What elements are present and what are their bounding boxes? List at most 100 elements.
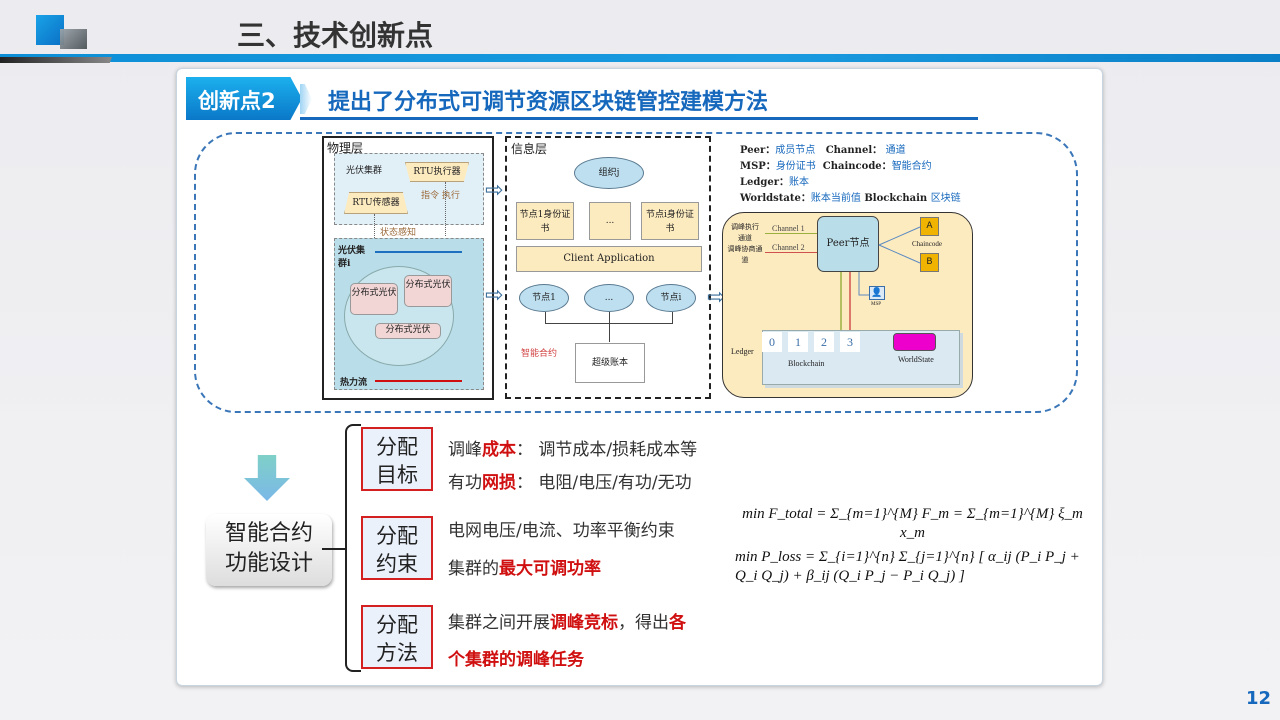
group-label-target: 分配目标 <box>361 427 433 491</box>
super-ledger: 超级账本 <box>575 343 645 383</box>
block-list: 0 1 2 3 <box>762 332 860 352</box>
channel-2-line <box>765 252 817 253</box>
label-line: 方法 <box>376 641 418 665</box>
text-segment: 集群之间开展 <box>448 613 550 633</box>
formula-power-loss: min P_loss = Σ_{i=1}^{n} Σ_{j=1}^{n} [ α… <box>735 549 1080 584</box>
distributed-pv-3: 分布式光伏 <box>375 323 441 339</box>
power-bus-line <box>375 251 462 253</box>
constraint-power-line: 集群的最大可调功率 <box>448 554 601 579</box>
logo-square-blue <box>36 15 64 45</box>
distributed-pv-2: 分布式光伏 <box>404 275 452 307</box>
page-title: 三、技术创新点 <box>237 19 434 52</box>
text-segment: 电网电压/电流、功率平衡约束 <box>448 521 675 541</box>
node-i: 节点i <box>646 284 696 312</box>
legend-value: 通道 <box>885 145 906 156</box>
cert-node-1: 节点1身份证书 <box>516 202 574 240</box>
text-segment: 集群的 <box>448 559 499 579</box>
legend-value: 身份证书 <box>775 161 816 172</box>
id-card-icon: 👤 <box>869 286 885 300</box>
node-1: 节点1 <box>519 284 569 312</box>
peer-node: Peer节点 <box>817 216 879 272</box>
heat-flow-line <box>375 380 462 382</box>
negotiation-channel-label: 调峰协商通道 <box>727 245 763 264</box>
block: 0 <box>762 332 782 352</box>
text-segment: ： 电阻/电压/有功/无功 <box>516 473 692 493</box>
label-line: 目标 <box>376 463 418 487</box>
legend-value: 账本当前值 <box>810 193 861 204</box>
chaincode-b: B <box>920 253 939 272</box>
target-loss-line: 有功网损： 电阻/电压/有功/无功 <box>448 468 692 493</box>
text-segment: ： 调节成本/损耗成本等 <box>516 440 698 460</box>
distributed-pv-1: 分布式光伏 <box>350 283 398 315</box>
blockchain-label: Blockchain <box>788 359 825 368</box>
legend-key: Ledger： <box>740 177 790 188</box>
formula-total-cost: min F_total = Σ_{m=1}^{M} F_m = Σ_{m=1}^… <box>742 506 1083 541</box>
connector <box>672 312 673 324</box>
text-segment: 调峰 <box>448 440 482 460</box>
highlight-text: 调峰竞标 <box>550 613 618 633</box>
physical-layer-title: 物理层 <box>327 141 364 155</box>
arrow-right-icon: ⇨ <box>707 285 726 310</box>
chaincode-label: Chaincode <box>912 240 942 248</box>
client-application: Client Application <box>516 246 702 272</box>
cert-node-i: 节点i身份证书 <box>641 202 699 240</box>
legend-value: 区块链 <box>930 193 961 204</box>
rtu-sensor: RTU传感器 <box>344 192 408 214</box>
label-line: 分配 <box>376 613 418 637</box>
diagram-frame <box>194 132 1078 413</box>
highlight-text: 各 <box>669 613 686 633</box>
channel-1-label: Channel 1 <box>772 224 805 233</box>
center-line: 智能合约 <box>224 521 313 546</box>
legend: Peer：成员节点 Channel： 通道 MSP：身份证书 Chaincode… <box>740 143 961 207</box>
command-arrow <box>445 182 446 236</box>
header-divider-accent <box>0 57 112 63</box>
label-line: 分配 <box>376 524 418 548</box>
method-bidding-line: 集群之间开展调峰竞标，得出各 <box>448 608 686 633</box>
constraint-grid-line: 电网电压/电流、功率平衡约束 <box>448 516 675 541</box>
label-line: 约束 <box>376 552 418 576</box>
block: 3 <box>840 332 860 352</box>
pv-cluster-i-label: 光伏集群i <box>338 246 366 269</box>
target-cost-line: 调峰成本： 调节成本/损耗成本等 <box>448 435 697 460</box>
database-icon <box>893 333 936 351</box>
connector <box>609 312 610 342</box>
highlight-text: 网损 <box>482 473 516 493</box>
arrow-right-icon: ⇨ <box>485 178 504 203</box>
block: 1 <box>788 332 808 352</box>
rtu-executor: RTU执行器 <box>405 162 469 182</box>
legend-value: 成员节点 <box>775 145 816 156</box>
heat-flow-label: 热力流 <box>340 378 368 388</box>
group-label-method: 分配方法 <box>361 605 433 669</box>
cert-ellipsis: ... <box>589 202 631 240</box>
section-title: 提出了分布式可调节资源区块链管控建模方法 <box>328 90 769 115</box>
method-task-line: 个集群的调峰任务 <box>448 645 584 670</box>
legend-key: Channel： <box>825 145 883 156</box>
org-node: 组织j <box>574 157 644 189</box>
group-label-constraint: 分配约束 <box>361 516 433 580</box>
legend-key: MSP： <box>740 161 776 172</box>
arrow-right-icon: ⇨ <box>485 283 504 308</box>
header-divider <box>0 54 1280 62</box>
worldstate-label: WorldState <box>898 355 934 364</box>
highlight-text: 最大可调功率 <box>499 559 601 579</box>
channel-2-label: Channel 2 <box>772 243 805 252</box>
legend-key: Worldstate： <box>740 193 811 204</box>
node-ellipsis: ... <box>584 284 634 312</box>
highlight-text: 成本 <box>482 440 516 460</box>
connector <box>545 312 546 324</box>
msp-label: MSP <box>871 302 882 307</box>
info-layer-title: 信息层 <box>511 142 548 156</box>
text-segment: 有功 <box>448 473 482 493</box>
command-exec-label: 指令 执行 <box>421 191 460 201</box>
legend-value: 智能合约 <box>891 161 932 172</box>
logo-square-gray <box>60 29 87 49</box>
state-sense-label: 状态感知 <box>380 228 417 238</box>
chaincode-a: A <box>920 217 939 236</box>
block: 2 <box>814 332 834 352</box>
exec-channel-label: 调峰执行通道 <box>731 223 759 242</box>
brace <box>345 424 361 672</box>
page-number: 12 <box>1246 688 1272 709</box>
fabric-connectors <box>840 226 921 330</box>
highlight-text: 个集群的调峰任务 <box>448 650 584 670</box>
center-line: 功能设计 <box>224 551 313 576</box>
